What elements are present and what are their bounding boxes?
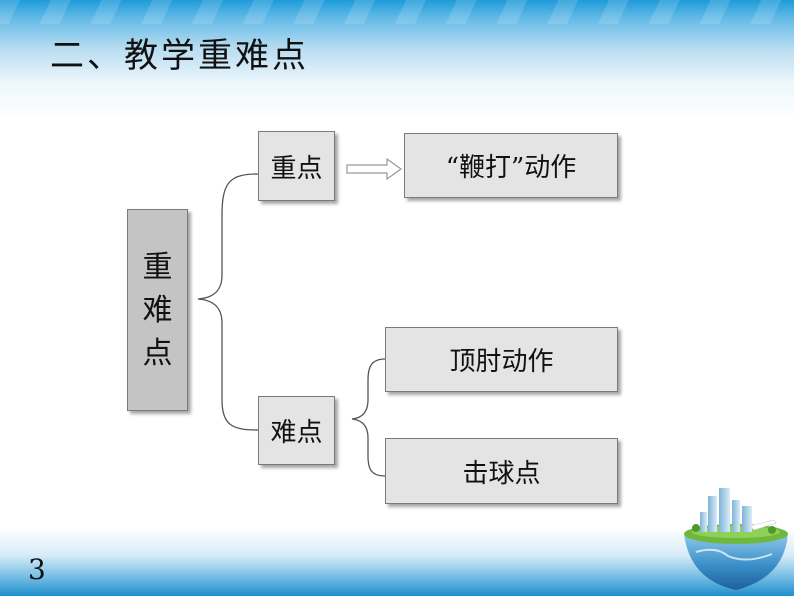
root-char-2: 难 bbox=[142, 292, 173, 328]
difficulty-child-1: 顶肘动作 bbox=[385, 327, 618, 392]
hollow-right-arrow-icon bbox=[346, 157, 403, 181]
slide-title: 二、教学重难点 bbox=[50, 36, 309, 76]
difficulty-child-2: 击球点 bbox=[385, 438, 618, 504]
header-band bbox=[0, 0, 794, 120]
root-char-1: 重 bbox=[142, 249, 173, 285]
key-point-child: “鞭打”动作 bbox=[404, 133, 618, 198]
key-point-child-label: “鞭打”动作 bbox=[445, 153, 577, 183]
branch-key-point: 重点 bbox=[258, 131, 335, 201]
branch-difficulty-label: 难点 bbox=[270, 418, 323, 448]
difficulty-child-1-label: 顶肘动作 bbox=[449, 347, 554, 377]
branch-difficulty: 难点 bbox=[258, 396, 335, 465]
root-char-3: 点 bbox=[142, 335, 173, 371]
footer-band bbox=[0, 528, 794, 596]
globe-city-logo bbox=[684, 488, 788, 590]
root-bracket bbox=[197, 173, 259, 431]
page-number: 3 bbox=[28, 553, 46, 586]
difficulty-bracket bbox=[351, 358, 386, 477]
difficulty-child-2-label: 击球点 bbox=[462, 458, 541, 489]
branch-key-point-label: 重点 bbox=[270, 153, 323, 184]
root-node: 重 难 点 bbox=[127, 209, 188, 411]
